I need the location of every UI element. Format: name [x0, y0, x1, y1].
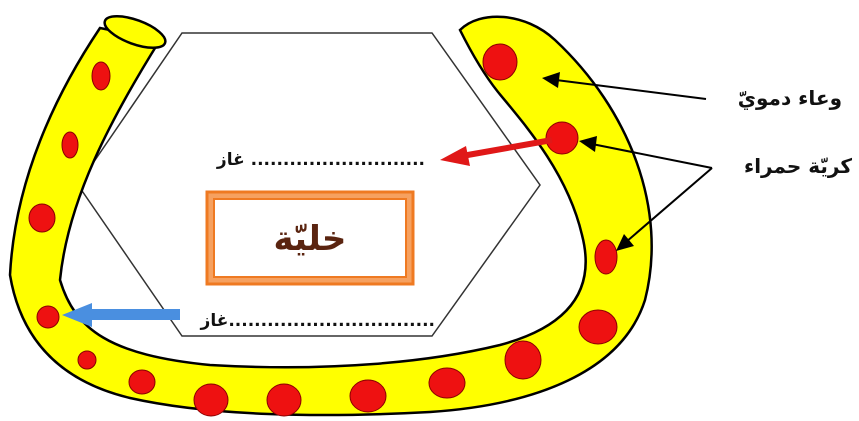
red-blood-cell [482, 43, 518, 81]
gas-top-label: غاز ........................... [216, 150, 425, 170]
red-blood-cell [504, 340, 542, 380]
red-blood-cell [349, 379, 387, 413]
red-blood-cell [91, 61, 111, 91]
red-blood-cell [77, 350, 97, 370]
cell-inner-frame [213, 198, 407, 278]
tissue-hexagon [77, 32, 541, 337]
red-blood-cell [128, 369, 156, 395]
red-cell-pointer-upper [579, 136, 713, 169]
red-blood-cells [28, 43, 618, 417]
red-blood-cell [578, 309, 618, 345]
red-blood-cell [428, 367, 466, 399]
red-blood-cell [36, 305, 60, 329]
vessel-pointer [542, 72, 707, 100]
vessel-label: وعاء دمويّ [738, 86, 842, 111]
red-blood-cell [545, 121, 579, 155]
red-arrow-icon [440, 137, 553, 166]
red-blood-cell [594, 239, 618, 275]
cell-box: خليّة [205, 190, 415, 286]
blue-arrow-icon [62, 303, 180, 327]
red-cell-pointer-lower [616, 167, 713, 251]
cell-label: خليّة [274, 219, 347, 259]
red-cell-label: كريّة حمراء [744, 154, 852, 178]
gas-bottom-label: غاز................................ [200, 311, 435, 331]
red-blood-cell [61, 131, 79, 159]
vessel-opening [103, 15, 167, 49]
red-blood-cell [266, 383, 302, 417]
blood-vessel [8, 15, 653, 417]
red-blood-cell [193, 383, 229, 417]
red-blood-cell [28, 203, 56, 233]
